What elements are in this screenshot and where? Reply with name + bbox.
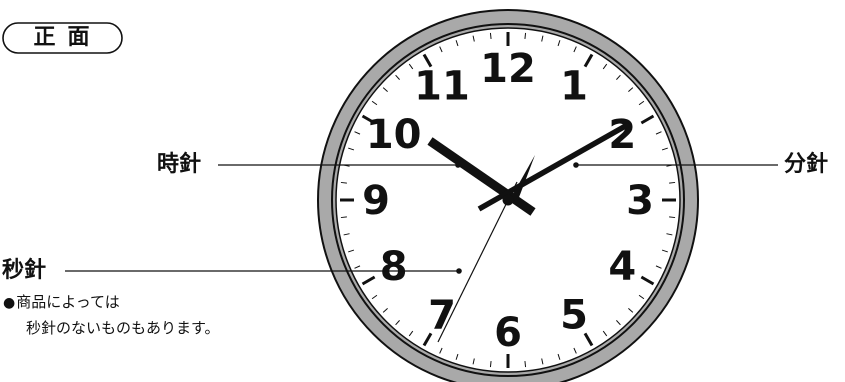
minute-tick <box>341 217 347 218</box>
minute-tick <box>490 33 491 39</box>
hour-numeral-6: 6 <box>494 310 522 356</box>
minute-tick <box>669 182 675 183</box>
hour-numeral-12: 12 <box>480 46 536 92</box>
second-hand-label: 秒針 <box>2 258 46 284</box>
hour-numeral-8: 8 <box>380 244 408 290</box>
hour-numeral-9: 9 <box>362 178 390 224</box>
hour-numeral-1: 1 <box>560 64 588 110</box>
minute-tick <box>341 182 347 183</box>
hour-numeral-5: 5 <box>560 292 588 338</box>
hour-hand-label: 時針 <box>157 152 201 178</box>
hour-numeral-10: 10 <box>366 112 422 158</box>
hour-numeral-3: 3 <box>626 178 654 224</box>
second-hand-leader-dot <box>456 268 462 274</box>
note-bullet: ● <box>3 295 15 311</box>
note-line-2: 秒針のないものもあります。 <box>26 318 220 338</box>
hour-numeral-11: 11 <box>414 64 470 110</box>
note-line-1-text: 商品によっては <box>16 293 120 311</box>
minute-tick <box>525 361 526 367</box>
minute-tick <box>669 217 675 218</box>
minute-hand-leader-dot <box>573 162 579 168</box>
minute-tick <box>525 33 526 39</box>
minute-tick <box>490 361 491 367</box>
note-line-1: ●商品によっては <box>3 292 120 313</box>
minute-hand-label: 分針 <box>784 152 828 178</box>
center-cap <box>503 195 514 206</box>
hour-numeral-4: 4 <box>608 244 636 290</box>
